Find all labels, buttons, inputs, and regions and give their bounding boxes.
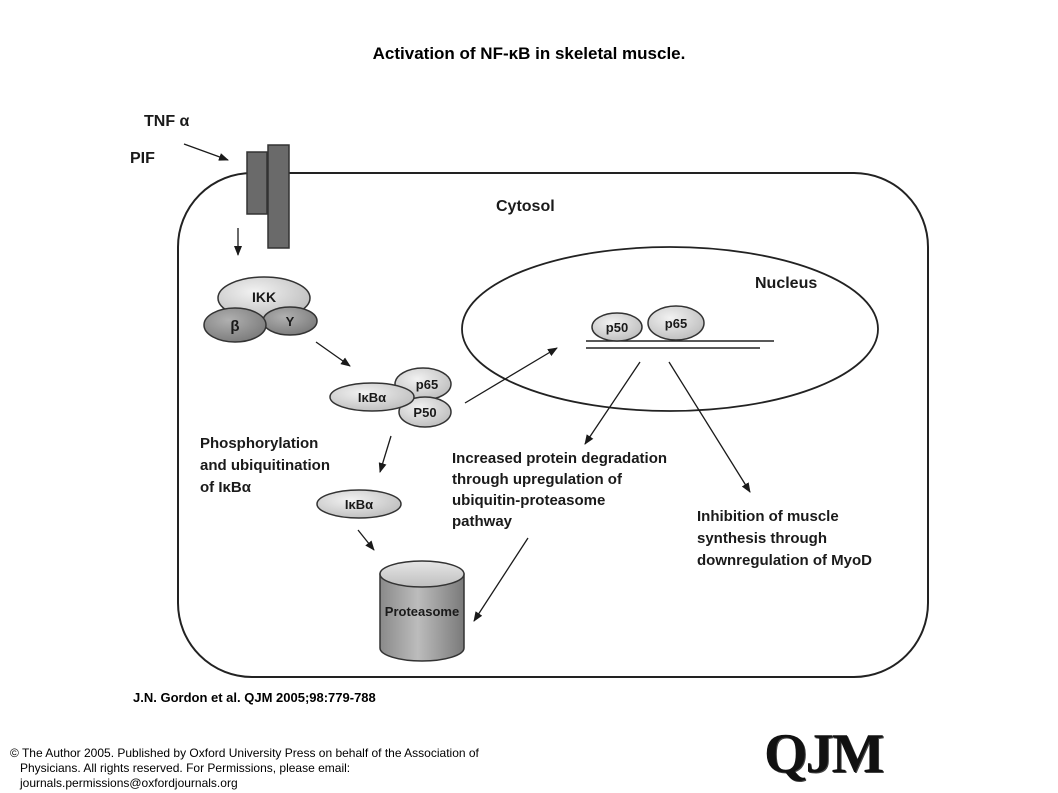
inhibition-line-1: Inhibition of muscle [697,508,839,525]
free-ikba-label: IκBα [345,497,373,512]
figure-title: Activation of NF-κB in skeletal muscle. [372,44,686,63]
phosphorylation-text: Phosphorylation and ubiquitination of Iκ… [200,435,334,496]
degradation-line-1: Increased protein degradation [452,450,667,467]
inhibition-text: Inhibition of muscle synthesis through d… [697,508,872,569]
complex-ikba-label: IκBα [358,390,386,405]
receptor-right [267,144,290,249]
nuclear-p50-label: p50 [606,320,628,335]
tnf-alpha-label: TNF α [144,113,190,130]
complex-p65-label: p65 [416,377,438,392]
degradation-line-2: through upregulation of [452,471,623,488]
qjm-logo: QJM [764,723,884,785]
free-ikba [316,489,402,519]
inhibition-arrow [668,361,751,493]
proteasome-label: Proteasome [385,604,459,619]
copyright-line-2: Physicians. All rights reserved. For Per… [20,761,351,775]
nucleus-label: Nucleus [755,275,817,292]
translocation-arrow [464,347,558,404]
pathway-to-proteasome-arrow [473,537,529,622]
ikk-beta-subunit [203,307,267,343]
phosphorylation-line-1: Phosphorylation [200,435,318,452]
receptor-left [246,151,268,215]
complex-ikba [329,382,415,412]
nuclear-p50 [591,312,643,342]
copyright-line-1: © The Author 2005. Published by Oxford U… [10,746,479,760]
pif-label: PIF [130,150,155,167]
nucleus [461,246,879,412]
inhibition-line-3: downregulation of MyoD [697,552,872,569]
phosphorylation-line-3: of IκBα [200,479,252,496]
ikk-beta-label: β [230,318,239,335]
proteasome [379,560,465,662]
complex-p50-label: P50 [413,405,436,420]
cell-membrane [177,172,929,678]
ikba-to-proteasome-arrow [357,529,375,551]
phosphorylation-line-2: and ubiquitination [200,457,330,474]
inhibition-line-2: synthesis through [697,530,827,547]
complex-p50 [398,396,452,428]
release-arrow [378,435,392,473]
nuclear-p65 [647,305,705,341]
cytosol-label: Cytosol [496,198,555,215]
degradation-line-4: pathway [452,513,513,530]
degradation-line-3: ubiquitin-proteasome [452,492,605,509]
degradation-arrow [584,361,641,445]
ikk-label: IKK [252,289,276,305]
citation: J.N. Gordon et al. QJM 2005;98:779-788 [133,690,376,705]
ikk-gamma-label: Y [286,314,295,329]
copyright-line-3: journals.permissions@oxfordjournals.org [20,776,238,790]
nuclear-p65-label: p65 [665,316,687,331]
ikk-to-complex-arrow [315,341,351,367]
stimulus-arrow [183,143,229,161]
degradation-text: Increased protein degradation through up… [452,450,671,530]
copyright-notice: © The Author 2005. Published by Oxford U… [10,746,570,791]
